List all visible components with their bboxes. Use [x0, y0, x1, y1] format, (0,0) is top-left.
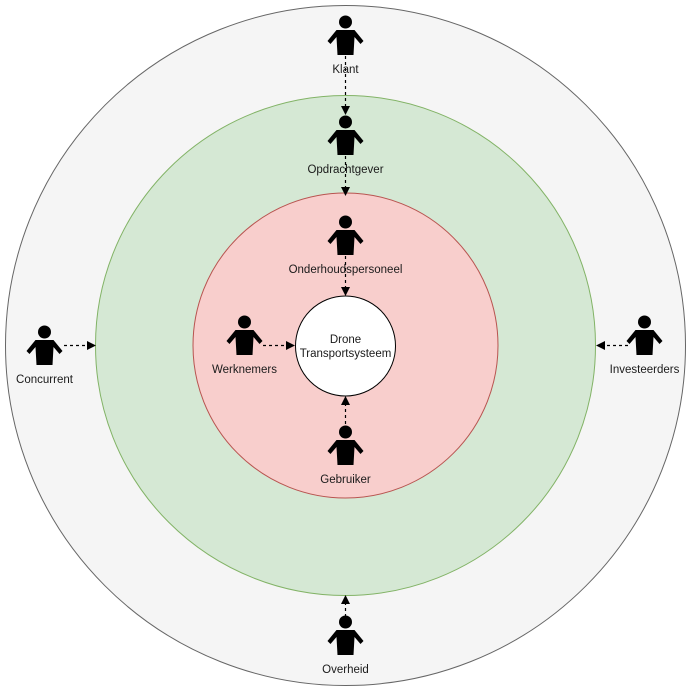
arrowhead-investeerders-middle [596, 341, 605, 350]
opdrachtgever-label: Opdrachtgever [307, 164, 383, 176]
arrowhead-klant-opdrachtgever [341, 106, 350, 115]
arrowhead-overheid-middle [341, 595, 350, 604]
werknemers-label: Werknemers [212, 364, 277, 376]
arrowhead-opdrachtgever-onderhoud [341, 187, 350, 196]
gebruiker-label: Gebruiker [320, 474, 371, 486]
arrowhead-werknemers-center [286, 341, 295, 350]
onderhoudspersoneel-label: Onderhoudspersoneel [289, 264, 403, 276]
klant-label: Klant [332, 64, 359, 76]
investeerders-label: Investeerders [610, 364, 680, 376]
arrowhead-concurrent-middle [87, 341, 96, 350]
center-label-line1: Drone [330, 334, 361, 346]
arrowhead-onderhoud-center [341, 287, 350, 296]
arrowhead-gebruiker-center [341, 396, 350, 405]
overheid-label: Overheid [322, 664, 369, 676]
center-system-circle [295, 295, 396, 397]
connectors [64, 56, 628, 617]
center-label-line2: Transportsysteem [300, 348, 392, 360]
concurrent-label: Concurrent [16, 374, 74, 386]
